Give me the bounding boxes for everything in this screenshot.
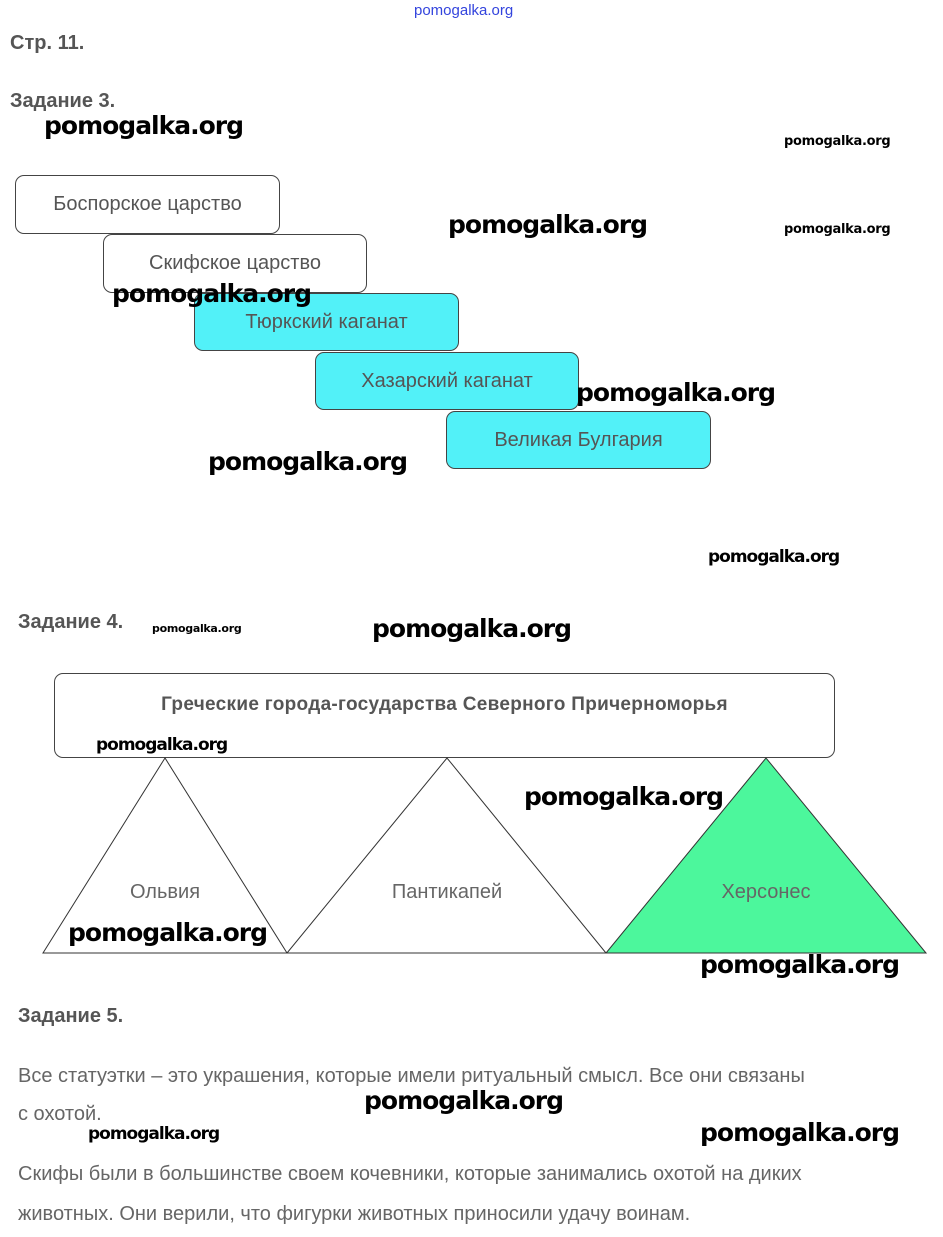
timeline-item-bosporan: Боспорское царство bbox=[15, 175, 280, 234]
watermark: pomogalka.org bbox=[152, 622, 242, 635]
watermark: pomogalka.org bbox=[96, 735, 228, 755]
watermark: pomogalka.org bbox=[208, 447, 408, 476]
timeline-item-khazar: Хазарский каганат bbox=[315, 352, 579, 410]
watermark: pomogalka.org bbox=[708, 547, 840, 567]
watermark: pomogalka.org bbox=[576, 378, 776, 407]
city-chersonesus: Херсонес bbox=[721, 881, 811, 903]
watermark: pomogalka.org bbox=[364, 1086, 564, 1115]
watermark: pomogalka.org bbox=[700, 950, 900, 979]
watermark: pomogalka.org bbox=[372, 614, 572, 643]
watermark: pomogalka.org bbox=[88, 1124, 220, 1144]
watermark: pomogalka.org bbox=[784, 134, 891, 149]
watermark: pomogalka.org bbox=[700, 1118, 900, 1147]
watermark: pomogalka.org bbox=[448, 210, 648, 239]
task4-title: Задание 4. bbox=[18, 611, 124, 633]
task3-title: Задание 3. bbox=[10, 90, 116, 112]
timeline-item-scythian: Скифское царство bbox=[103, 234, 367, 293]
watermark: pomogalka.org bbox=[784, 222, 891, 237]
watermark: pomogalka.org bbox=[44, 111, 244, 140]
task5-title: Задание 5. bbox=[18, 1005, 124, 1027]
watermark: pomogalka.org bbox=[524, 782, 724, 811]
city-panticapaeum: Пантикапей bbox=[391, 881, 503, 903]
timeline-item-bulgaria: Великая Булгария bbox=[446, 411, 711, 469]
timeline-item-turkic: Тюркский каганат bbox=[194, 293, 459, 351]
watermark: pomogalka.org bbox=[112, 279, 312, 308]
site-link[interactable]: pomogalka.org bbox=[414, 2, 514, 19]
task5-p1-line2: с охотой. bbox=[18, 1103, 102, 1125]
city-olvia: Ольвия bbox=[129, 881, 201, 903]
task5-p2-line2: животных. Они верили, что фигурки животн… bbox=[18, 1203, 691, 1225]
watermark: pomogalka.org bbox=[68, 918, 268, 947]
diagram-header: Греческие города-государства Северного П… bbox=[54, 673, 835, 758]
task5-p1-line1: Все статуэтки – это украшения, которые и… bbox=[18, 1065, 805, 1087]
task5-p2-line1: Скифы были в большинстве своем кочевники… bbox=[18, 1163, 802, 1185]
page-label: Стр. 11. bbox=[10, 32, 85, 54]
